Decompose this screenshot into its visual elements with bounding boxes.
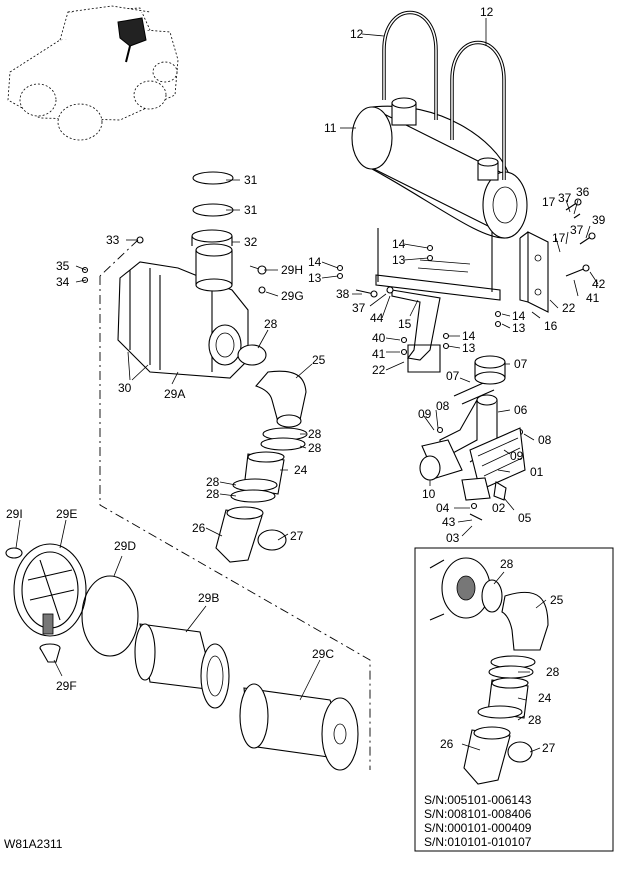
label-36: 36 (576, 185, 590, 199)
label-29D: 29D (114, 539, 136, 553)
label-03: 03 (446, 531, 460, 545)
label-09-left: 09 (418, 407, 432, 421)
serial-number-3: S/N:000101-000409 (424, 821, 532, 835)
label-14-c: 14 (462, 329, 476, 343)
label-13-c: 13 (462, 341, 476, 355)
drawing-code: W81A2311 (4, 837, 63, 851)
label-31-upper: 31 (244, 173, 258, 187)
inset-label-28-low: 28 (528, 713, 542, 727)
label-25: 25 (312, 353, 326, 367)
exhaust-pipe (419, 355, 526, 501)
label-33: 33 (106, 233, 120, 247)
serial-number-1: S/N:005101-006143 (424, 793, 532, 807)
label-17-b: 17 (552, 231, 566, 245)
label-13-d: 13 (512, 321, 526, 335)
label-13-a: 13 (308, 271, 322, 285)
inset-label-27: 27 (542, 741, 556, 755)
label-34: 34 (56, 275, 70, 289)
label-31-lower: 31 (244, 203, 258, 217)
label-12-right: 12 (480, 5, 494, 19)
label-06: 06 (514, 403, 528, 417)
label-44: 44 (370, 311, 384, 325)
label-22-a: 22 (372, 363, 386, 377)
label-40: 40 (372, 331, 386, 345)
label-29F: 29F (56, 679, 77, 693)
muffler-stay (519, 231, 549, 313)
air-cleaner (117, 171, 267, 379)
muffler-strap-right (450, 40, 506, 180)
inset-panel (414, 547, 614, 852)
label-28-upper: 28 (264, 317, 278, 331)
label-42: 42 (592, 277, 606, 291)
label-30: 30 (118, 381, 132, 395)
muffler-bracket (375, 228, 501, 373)
muffler (351, 97, 528, 239)
label-26: 26 (192, 521, 206, 535)
label-14-b: 14 (392, 237, 406, 251)
label-07-left: 07 (446, 369, 460, 383)
label-09-right: 09 (510, 449, 524, 463)
label-28-b: 28 (308, 427, 322, 441)
inset-label-25: 25 (550, 593, 564, 607)
machine-thumbnail (7, 5, 179, 141)
label-01: 01 (530, 465, 544, 479)
label-28-d: 28 (206, 475, 220, 489)
label-02: 02 (492, 501, 506, 515)
label-29E: 29E (56, 507, 77, 521)
label-14-d: 14 (512, 309, 526, 323)
inset-label-24: 24 (538, 691, 552, 705)
label-29A: 29A (164, 387, 185, 401)
label-43: 43 (442, 515, 456, 529)
label-38: 38 (336, 287, 350, 301)
label-32: 32 (244, 235, 258, 249)
serial-number-2: S/N:008101-008406 (424, 807, 532, 821)
muffler-strap-left (382, 10, 438, 120)
label-12-left: 12 (350, 27, 364, 41)
label-37-c: 37 (570, 223, 584, 237)
label-29C: 29C (312, 647, 334, 661)
label-24: 24 (294, 463, 308, 477)
label-41-b: 41 (586, 291, 600, 305)
intake-hose-main (215, 344, 308, 563)
label-07-right: 07 (514, 357, 528, 371)
label-14-a: 14 (308, 255, 322, 269)
inset-label-28-mid: 28 (546, 665, 560, 679)
label-11: 11 (324, 121, 337, 135)
leader-lines (15, 18, 599, 753)
inset-label-26: 26 (440, 737, 454, 751)
label-37-a: 37 (352, 301, 366, 315)
label-29B: 29B (198, 591, 219, 605)
label-29I: 29I (6, 507, 23, 521)
label-29G: 29G (281, 289, 304, 303)
label-15: 15 (398, 317, 412, 331)
label-16: 16 (544, 319, 558, 333)
part-labels: 11 12 12 31 31 32 33 35 34 29H 29G 28 25… (6, 5, 606, 755)
label-17-a: 17 (542, 195, 556, 209)
inset-label-28-top: 28 (500, 557, 514, 571)
serial-number-list: S/N:005101-006143 S/N:008101-008406 S/N:… (424, 793, 532, 849)
label-28-c: 28 (308, 441, 322, 455)
label-13-b: 13 (392, 253, 406, 267)
label-27: 27 (290, 529, 304, 543)
label-08-right: 08 (538, 433, 552, 447)
label-39: 39 (592, 213, 606, 227)
label-28-e: 28 (206, 487, 220, 501)
label-35: 35 (56, 259, 70, 273)
label-29H: 29H (281, 263, 303, 277)
label-10: 10 (422, 487, 436, 501)
label-37-b: 37 (558, 191, 572, 205)
serial-number-4: S/N:010101-010107 (424, 835, 532, 849)
label-22-b: 22 (562, 301, 576, 315)
air-filter-parts (5, 543, 359, 771)
exploded-outline (99, 239, 371, 770)
label-05: 05 (518, 511, 532, 525)
label-41-a: 41 (372, 347, 386, 361)
label-08-left: 08 (436, 399, 450, 413)
label-04: 04 (436, 501, 450, 515)
